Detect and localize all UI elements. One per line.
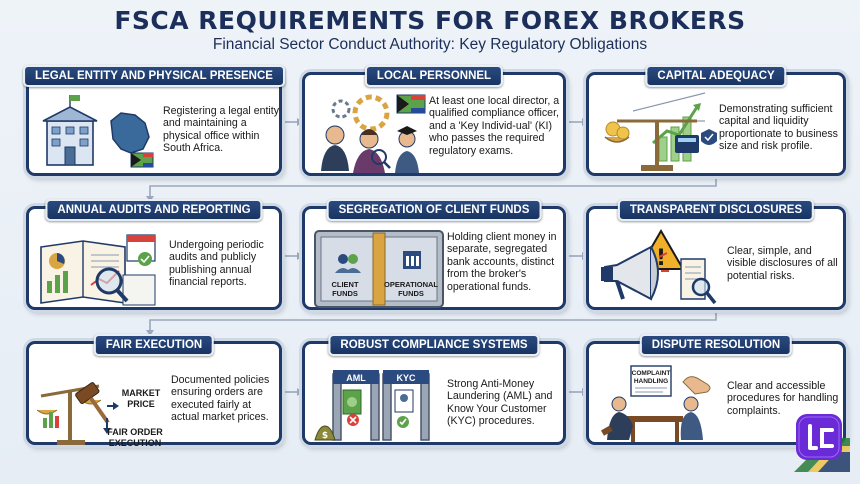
card-description: Holding client money in separate, segreg… (447, 231, 557, 293)
card-legal-entity: LEGAL ENTITY AND PHYSICAL PRESENCE Regis… (23, 65, 285, 176)
card-transparent-disclosures: TRANSPARENT DISCLOSURES ! Clear, simple,… (586, 199, 846, 310)
client-funds-label: CLIENT (331, 280, 359, 289)
card-capital-adequacy: CAPITAL ADEQUACY Demonstrating sufficien… (586, 65, 846, 176)
complaint-handling-label: COMPLAINT (632, 370, 671, 377)
card-local-personnel: LOCAL PERSONNEL At least one local direc… (302, 65, 566, 176)
fair-order-label-2: EXECUTION (109, 438, 162, 446)
operational-funds-label: OPERATIONAL (384, 280, 438, 289)
card-title: ROBUST COMPLIANCE SYSTEMS (328, 334, 540, 356)
fair-order-label: FAIR ORDER (107, 427, 163, 437)
vault-funds-icon: CLIENT FUNDS OPERATIONAL FUNDS (314, 230, 444, 308)
card-description: Clear, simple, and visible disclosures o… (727, 245, 838, 282)
card-title: SEGREGATION OF CLIENT FUNDS (326, 199, 542, 221)
card-segregation-funds: SEGREGATION OF CLIENT FUNDS CLIENT FUNDS… (302, 199, 566, 310)
aml-kyc-gates-icon: AML KYC $ (314, 370, 430, 441)
card-title: LOCAL PERSONNEL (364, 65, 504, 87)
people-team-icon (321, 94, 426, 173)
card-annual-audits: ANNUAL AUDITS AND REPORTING Undergoing p… (26, 199, 282, 310)
aml-label: AML (346, 373, 366, 383)
card-title: CAPITAL ADEQUACY (645, 65, 787, 87)
card-title: TRANSPARENT DISCLOSURES (617, 199, 815, 221)
card-title: ANNUAL AUDITS AND REPORTING (45, 199, 263, 221)
card-title: DISPUTE RESOLUTION (639, 334, 793, 356)
card-dispute-resolution: DISPUTE RESOLUTION COMPLAINT HANDLING Cl… (586, 334, 846, 445)
brand-logo-icon (794, 414, 850, 472)
card-description: Clear and accessible procedures for hand… (727, 380, 839, 417)
card-description: Documented policies ensuring orders are … (171, 374, 270, 424)
handshake-mediation-icon: COMPLAINT HANDLING (601, 365, 711, 442)
gavel-scale-icon: MARKET PRICE FAIR ORDER EXECUTION (37, 382, 163, 446)
kyc-label: KYC (396, 373, 416, 383)
complaint-handling-label-2: HANDLING (634, 378, 668, 385)
card-fair-execution: FAIR EXECUTION MARKET PRICE FAIR ORDER E… (26, 334, 282, 446)
svg-text:$: $ (322, 431, 328, 441)
operational-funds-label-2: FUNDS (398, 289, 424, 298)
page-subtitle: Financial Sector Conduct Authority: Key … (212, 36, 648, 53)
page-title: FSCA REQUIREMENTS FOR FOREX BROKERS (114, 6, 746, 35)
office-building-map-icon (42, 95, 154, 168)
card-description: Strong Anti-Money Laundering (AML) and K… (447, 378, 553, 428)
card-title: LEGAL ENTITY AND PHYSICAL PRESENCE (23, 65, 285, 87)
client-funds-label-2: FUNDS (332, 289, 358, 298)
card-title: FAIR EXECUTION (93, 334, 215, 356)
market-price-label-2: PRICE (127, 399, 155, 409)
megaphone-warning-icon: ! (601, 229, 717, 305)
svg-text:!: ! (656, 246, 666, 271)
financial-report-icon (40, 234, 156, 306)
card-description: Undergoing periodic audits and publicly … (169, 239, 264, 289)
arrow-row2-row3 (149, 312, 717, 330)
card-description: At least one local director, a qualified… (429, 95, 560, 157)
card-description: Demonstrating sufficient capital and liq… (719, 103, 838, 153)
arrow-row1-row2 (149, 178, 717, 196)
balance-scale-money-icon (604, 92, 717, 171)
card-robust-compliance: ROBUST COMPLIANCE SYSTEMS AML KYC $ Stro… (302, 334, 566, 445)
card-description: Registering a legal entity and maintaini… (163, 105, 280, 155)
market-price-label: MARKET (122, 388, 161, 398)
